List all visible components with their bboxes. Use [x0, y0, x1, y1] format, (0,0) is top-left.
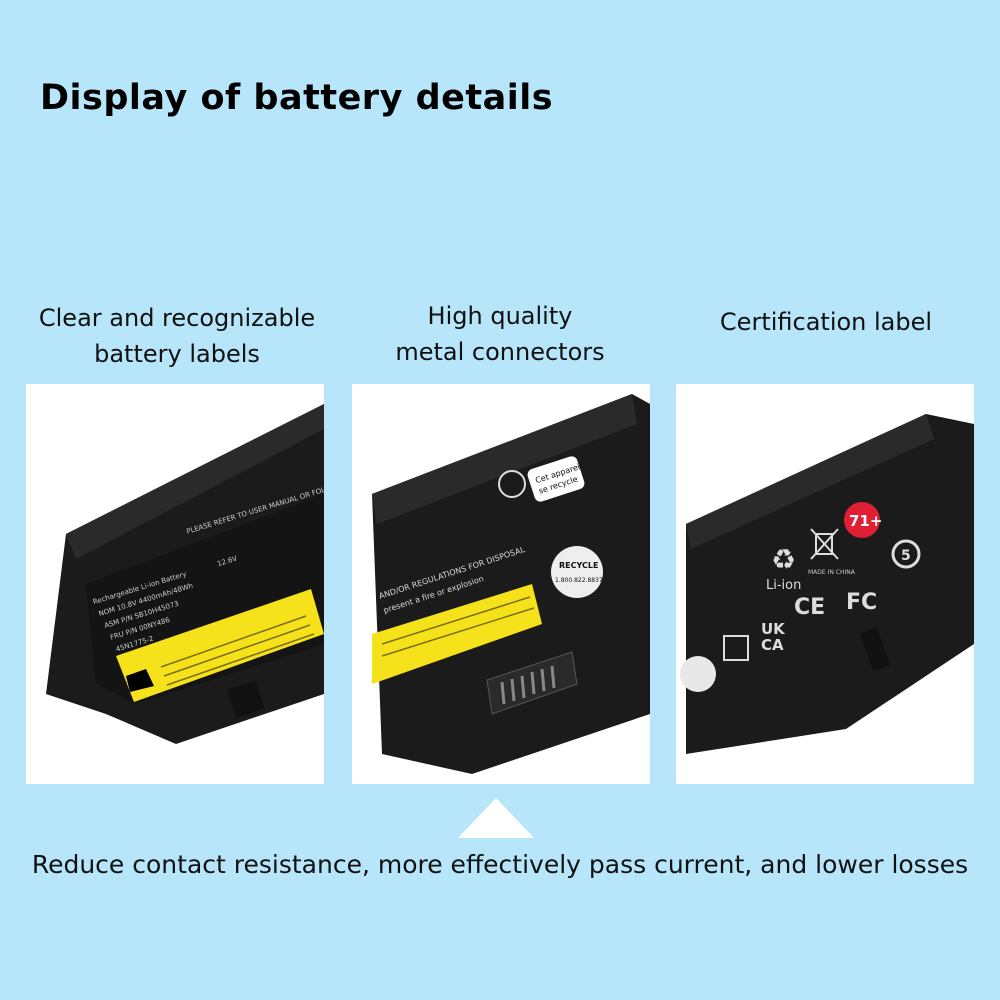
battery-labels-illustration: Rechargeable Li-ion Battery NOM 10.8V 44…: [46, 404, 324, 744]
recycle-seal: [680, 656, 716, 692]
caption-metal-connectors: High quality metal connectors: [350, 298, 650, 370]
crossed-bin-icon: [810, 528, 839, 560]
certification-label-photo: 71+ ♻ Li-ion MADE IN CHINA 5 UK CA CE FC: [676, 384, 974, 784]
battery-edge: [372, 394, 637, 524]
recycle-label: [527, 456, 585, 502]
badge-71-plus: [844, 502, 880, 538]
caption-line: Clear and recognizable: [38, 304, 316, 332]
circle-number: 5: [901, 548, 911, 564]
ukca-mark: CA: [761, 636, 784, 654]
number-circle-icon: [891, 539, 921, 569]
recycle-seal-text: RECYCLE: [559, 561, 598, 570]
caption-certification-label: Certification label: [676, 304, 976, 340]
battery-clip: [859, 627, 891, 672]
li-ion-text: Li-ion: [766, 578, 801, 593]
recycle-figure-icon: [498, 470, 526, 498]
metal-connectors-photo: AND/OR REGULATIONS FOR DISPOSAL present …: [352, 384, 650, 784]
recycle-icon: ♻: [771, 543, 796, 576]
badge-text: 71+: [849, 512, 882, 530]
warning-label: [372, 584, 542, 684]
ukca-mark: UK: [761, 620, 786, 638]
warning-triangle-icon: [126, 669, 154, 692]
certification-box-icon: [723, 635, 749, 661]
footer-description: Reduce contact resistance, more effectiv…: [31, 850, 969, 879]
page-title: Display of battery details: [40, 78, 554, 118]
certification-illustration: 71+ ♻ Li-ion MADE IN CHINA 5 UK CA CE FC: [680, 414, 974, 754]
battery-edge: [686, 414, 934, 549]
caption-battery-labels: Clear and recognizable battery labels: [24, 300, 330, 372]
recycle-seal-phone: 1.800.822.8837: [555, 577, 603, 584]
ce-mark: CE: [794, 595, 825, 620]
battery-clip: [227, 680, 265, 718]
caption-line: battery labels: [94, 340, 260, 368]
made-in-text: MADE IN CHINA: [808, 569, 856, 576]
recycle-seal: [551, 546, 603, 598]
caption-line: metal connectors: [395, 338, 605, 366]
fcc-mark: FC: [846, 590, 877, 615]
caption-line: Certification label: [719, 308, 933, 336]
battery-labels-photo: Rechargeable Li-ion Battery NOM 10.8V 44…: [26, 384, 324, 784]
pointer-arrow-icon: [458, 798, 534, 838]
metal-connectors-illustration: AND/OR REGULATIONS FOR DISPOSAL present …: [372, 394, 650, 774]
battery-edge: [66, 404, 324, 559]
caption-line: High quality: [427, 302, 573, 330]
